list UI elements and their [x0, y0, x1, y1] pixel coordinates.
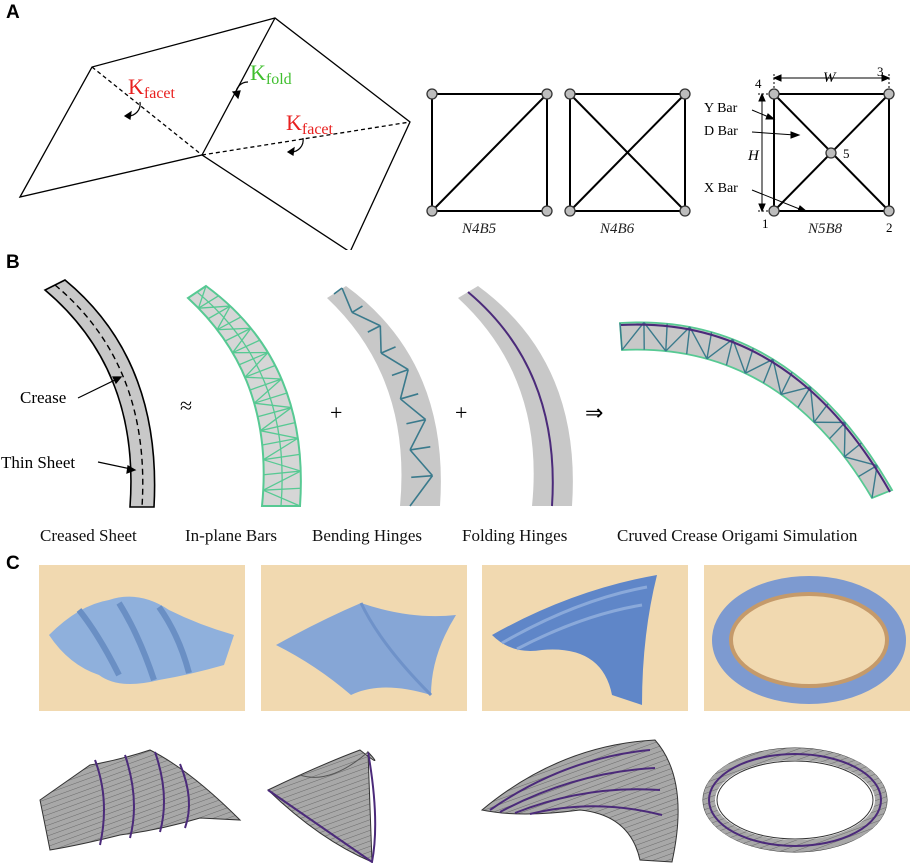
- mesh-n4b6-nodes: [564, 88, 691, 217]
- caption-bending-hinges: Bending Hinges: [312, 526, 423, 545]
- photo-saddle-sheet: [261, 565, 467, 711]
- h-label: H: [747, 148, 760, 164]
- mesh-n4b5: [431, 93, 548, 212]
- panel-c-simulations: [39, 739, 888, 863]
- crease-label: Crease: [20, 388, 66, 407]
- sim-concentric: [480, 739, 679, 863]
- photo-concentric-arcs: [482, 565, 688, 711]
- mesh-label-n4b5: N4B5: [462, 221, 497, 237]
- k-fold-label: Kfold: [250, 60, 292, 88]
- panel-b-diagram: Crease Thin Sheet ≈ + + ⇒: [1, 279, 894, 508]
- bending-hinges: [327, 286, 441, 507]
- node-label-2: 2: [886, 220, 893, 235]
- in-plane-bars: [186, 284, 302, 507]
- creased-sheet: [43, 279, 156, 508]
- sim-ring: [702, 747, 888, 853]
- node-label-1: 1: [762, 216, 769, 231]
- k-facet-left-label: Kfacet: [128, 74, 176, 102]
- width-dimension: [772, 74, 891, 90]
- caption-creased-sheet: Creased Sheet: [40, 526, 137, 545]
- caption-in-plane-bars: In-plane Bars: [185, 526, 278, 545]
- bar-pointers: [751, 109, 808, 212]
- panel-letter-a: A: [6, 2, 20, 23]
- caption-simulation: Cruved Crease Origami Simulation: [617, 526, 858, 545]
- folded-sheet: [18, 17, 411, 250]
- k-facet-right-label: Kfacet: [286, 110, 334, 138]
- rotation-arrows: [123, 81, 304, 156]
- node-label-3: 3: [877, 64, 884, 79]
- mesh-n5b8-nodes: [768, 88, 895, 217]
- panel-letter-c: C: [6, 553, 20, 574]
- plus-operator-1: +: [330, 400, 342, 425]
- panel-a-diagram: Kfacet Kfold Kfacet: [18, 17, 895, 250]
- sim-wavy: [39, 749, 242, 851]
- node-label-4: 4: [755, 76, 762, 91]
- w-label: W: [823, 70, 837, 86]
- height-dimension: [758, 92, 770, 213]
- plus-operator-2: +: [455, 400, 467, 425]
- thin-sheet-label: Thin Sheet: [1, 453, 75, 472]
- implies-operator: ⇒: [585, 400, 603, 425]
- mesh-n4b6: [569, 93, 686, 212]
- curved-crease-simulation: [619, 321, 894, 500]
- caption-folding-hinges: Folding Hinges: [462, 526, 568, 545]
- creased-sheet-arrows: [77, 376, 137, 474]
- sim-saddle: [267, 749, 377, 863]
- node-label-5: 5: [843, 146, 850, 161]
- approx-operator: ≈: [180, 393, 192, 418]
- photo-wavy-sheet: [39, 565, 245, 711]
- x-bar-label: X Bar: [704, 181, 738, 196]
- mesh-label-n4b6: N4B6: [600, 221, 635, 237]
- mesh-n4b5-nodes: [426, 88, 553, 217]
- panel-letter-b: B: [6, 252, 20, 273]
- d-bar-label: D Bar: [704, 124, 738, 139]
- folding-hinges: [458, 286, 573, 507]
- mesh-label-n5b8: N5B8: [808, 221, 843, 237]
- photo-ring: [704, 565, 910, 711]
- y-bar-label: Y Bar: [704, 101, 738, 116]
